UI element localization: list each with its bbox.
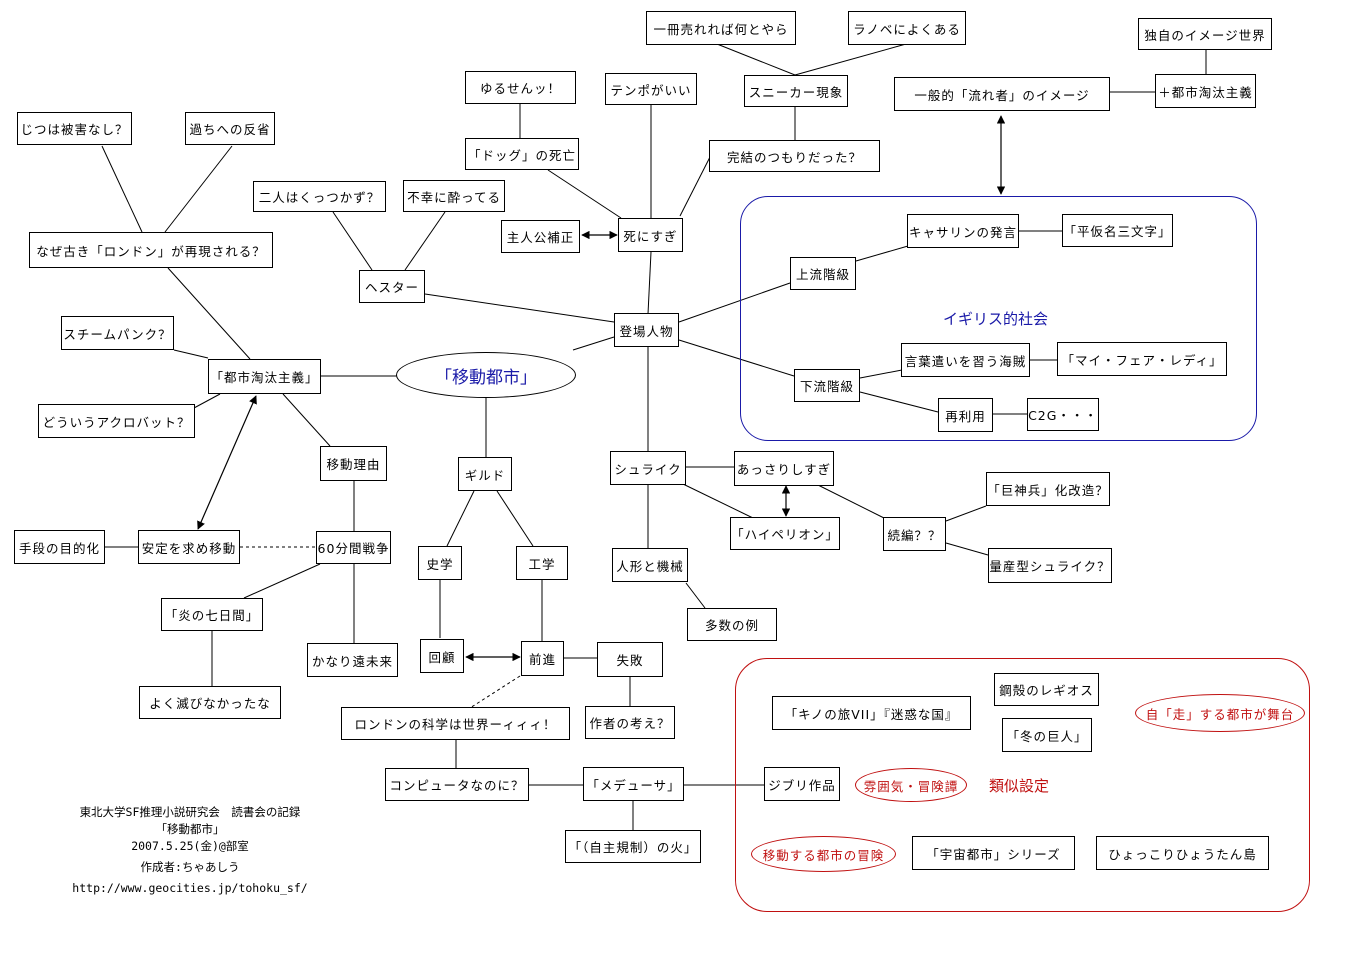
node-dog[interactable]: 「ドッグ」の死亡 (465, 138, 579, 170)
node-yurusen[interactable]: ゆるせんッ！ (465, 71, 576, 104)
node-ayamachi[interactable]: 過ちへの反省 (185, 112, 275, 145)
node-douiu[interactable]: どういうアクロバット？ (38, 404, 195, 438)
footer-line-3: 2007.5.25(金)@部室 (131, 839, 249, 853)
node-hiragana[interactable]: 「平仮名三文字」 (1062, 214, 1173, 247)
label-ruiji: 類似設定 (989, 777, 1050, 795)
node-kaiko[interactable]: 回顧 (420, 639, 464, 673)
node-toshi-plus[interactable]: ＋都市淘汰主義 (1155, 74, 1256, 108)
node-tojo[interactable]: 登場人物 (614, 313, 679, 347)
footer-line-4: 作成者:ちゃあしう (140, 860, 240, 874)
node-hyokkori[interactable]: ひょっこりひょうたん島 (1096, 836, 1269, 870)
node-c2g[interactable]: C2G・・・ (1027, 398, 1099, 431)
footer-line-2: 「移動都市」 (155, 822, 225, 836)
node-tasu[interactable]: 多数の例 (687, 608, 777, 641)
node-kyoshinhei[interactable]: 「巨神兵」化改造？ (986, 472, 1110, 506)
node-toshi-tota[interactable]: 「都市淘汰主義」 (208, 359, 321, 394)
node-joryu[interactable]: 上流階級 (790, 257, 856, 290)
node-shudan[interactable]: 手段の目的化 (14, 530, 105, 564)
node-karyu[interactable]: 下流階級 (794, 369, 860, 402)
footer-credits: 東北大学SF推理小説研究会 読書会の記録 「移動都市」 2007.5.25(金)… (40, 803, 340, 898)
node-ido-riyu[interactable]: 移動理由 (320, 446, 387, 481)
ellipse-idou-bouken[interactable]: 移動する都市の冒険 (751, 836, 896, 872)
node-guild[interactable]: ギルド (458, 457, 512, 491)
node-medusa[interactable]: 「メデューサ」 (583, 767, 684, 801)
footer-line-1: 東北大学SF推理小説研究会 読書会の記録 (79, 805, 301, 819)
node-computer[interactable]: コンピュータなのに？ (385, 768, 529, 801)
node-assari[interactable]: あっさりしすぎ (734, 451, 834, 486)
node-fuyu[interactable]: 「冬の巨人」 (1002, 718, 1092, 752)
node-hester[interactable]: ヘスター (359, 270, 425, 303)
central-topic[interactable]: 「移動都市」 (396, 352, 576, 398)
node-katherine[interactable]: キャサリンの発言 (907, 214, 1019, 248)
node-steampunk[interactable]: スチームパンク？ (61, 316, 174, 350)
british-society-group (740, 196, 1257, 441)
node-uchu[interactable]: 「宇宙都市」シリーズ (912, 836, 1075, 870)
node-sneaker[interactable]: スニーカー現象 (744, 75, 848, 107)
node-ryosan[interactable]: 量産型シュライク？ (988, 548, 1112, 583)
similar-settings-group (735, 658, 1310, 912)
node-ippanteki[interactable]: 一般的「流れ者」のイメージ (894, 77, 1110, 111)
node-antei[interactable]: 安定を求め移動 (138, 530, 240, 564)
node-reuse[interactable]: 再利用 (938, 398, 993, 432)
node-kokaku[interactable]: 鋼殻のレギオス (994, 673, 1099, 706)
node-dokuji[interactable]: 独自のイメージ世界 (1138, 18, 1272, 50)
node-shrike[interactable]: シュライク (610, 451, 686, 485)
node-fair[interactable]: 「マイ・フェア・レディ」 (1057, 342, 1227, 376)
node-shujinko[interactable]: 主人公補正 (501, 220, 580, 253)
node-honoo[interactable]: 「炎の七日間」 (161, 598, 263, 631)
node-shippai[interactable]: 失敗 (597, 642, 663, 677)
node-hyperion[interactable]: 「ハイペリオン」 (730, 517, 840, 550)
ellipse-fuinki[interactable]: 雰囲気・冒険譚 (855, 768, 967, 802)
node-jitsuha[interactable]: じつは被害なし？ (17, 112, 132, 145)
node-ranobe[interactable]: ラノベによくある (848, 11, 966, 45)
node-tempo[interactable]: テンポがいい (605, 73, 697, 105)
node-kogaku[interactable]: 工学 (516, 546, 568, 580)
node-ningyo[interactable]: 人形と機械 (612, 548, 688, 582)
node-sakusha[interactable]: 作者の考え？ (585, 706, 675, 739)
node-zokuhen[interactable]: 続編？？ (883, 517, 946, 551)
node-yoku[interactable]: よく滅びなかったな (139, 686, 281, 719)
node-ghibli[interactable]: ジブリ作品 (764, 767, 840, 801)
node-shinisugi[interactable]: 死にすぎ (618, 218, 683, 252)
node-jishu[interactable]: 「（自主規制）の火」 (565, 830, 701, 863)
ellipse-jisou[interactable]: 自「走」する都市が舞台 (1135, 694, 1305, 732)
node-kotoba[interactable]: 言葉遣いを習う海賊 (901, 343, 1030, 377)
label-igirisu: イギリス的社会 (943, 310, 1049, 328)
node-kino[interactable]: 「キノの旅VII」『迷惑な国』 (772, 696, 971, 730)
node-war60[interactable]: 60分間戦争 (316, 531, 391, 564)
node-shigaku[interactable]: 史学 (418, 546, 462, 580)
node-issatsu[interactable]: 一冊売れれば何とやら (646, 11, 796, 45)
footer-link[interactable]: http://www.geocities.jp/tohoku_sf/ (72, 881, 308, 895)
node-futari[interactable]: 二人はくっつかず？ (253, 181, 386, 212)
node-kanari[interactable]: かなり遠未来 (307, 643, 398, 677)
node-naze[interactable]: なぜ古き「ロンドン」が再現される？ (29, 232, 273, 268)
node-kanketsu[interactable]: 完結のつもりだった？ (709, 140, 880, 172)
node-london-kagaku[interactable]: ロンドンの科学は世界ーィィィ！ (341, 707, 570, 740)
node-fukou[interactable]: 不幸に酔ってる (403, 180, 505, 212)
node-zenshin[interactable]: 前進 (521, 641, 564, 676)
